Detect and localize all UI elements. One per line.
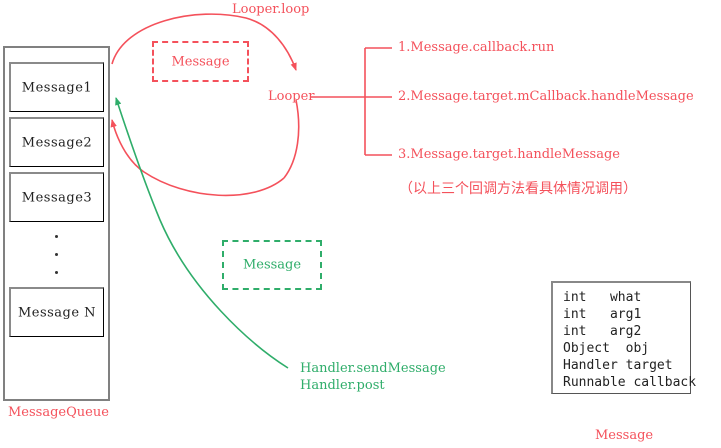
- looper-loop-label: Looper.loop: [232, 2, 310, 17]
- message-label: Message1: [21, 80, 93, 95]
- struct-field: int what: [563, 290, 642, 305]
- struct-field: Runnable callback: [563, 375, 697, 390]
- enqueue-arrow: [115, 97, 289, 369]
- message-struct-box: int what int arg1 int arg2 Object obj Ha…: [551, 281, 697, 394]
- struct-field: Object obj: [563, 341, 650, 356]
- callback-item-2: 2.Message.target.mCallback.handleMessage: [398, 89, 694, 104]
- list-item[interactable]: Message1: [9, 62, 104, 112]
- callback-item-1: 1.Message.callback.run: [398, 40, 555, 55]
- struct-field: int arg1: [563, 307, 642, 322]
- enqueued-message-box: Message: [222, 240, 322, 290]
- callback-item-3: 3.Message.target.handleMessage: [398, 147, 620, 162]
- pending-message-box: Message: [152, 41, 249, 82]
- struct-field: Handler target: [563, 358, 673, 373]
- struct-field: int arg2: [563, 324, 642, 339]
- message-struct-label: Message: [595, 428, 654, 443]
- message-queue-label: MessageQueue: [8, 405, 109, 420]
- loop-arc-right: [283, 99, 300, 179]
- list-item[interactable]: Message N: [9, 287, 104, 337]
- enqueued-message-label: Message: [242, 257, 302, 273]
- ellipsis-dots: [9, 227, 104, 287]
- message-label: Message2: [21, 135, 93, 150]
- message-label: Message3: [21, 190, 93, 205]
- pending-message-label: Message: [171, 54, 230, 69]
- callback-note: （以上三个回调方法看具体情况调用）: [399, 181, 637, 197]
- handler-sendmessage-label: Handler.sendMessage: [300, 361, 446, 376]
- looper-node-label: Looper: [268, 89, 315, 104]
- list-item[interactable]: Message3: [9, 172, 104, 222]
- handler-post-label: Handler.post: [300, 378, 385, 393]
- list-item[interactable]: Message2: [9, 117, 104, 167]
- loop-arc-bottom: [110, 119, 285, 197]
- message-queue-list: Message1 Message2 Message3 Message N: [9, 62, 105, 342]
- message-label: Message N: [17, 305, 97, 320]
